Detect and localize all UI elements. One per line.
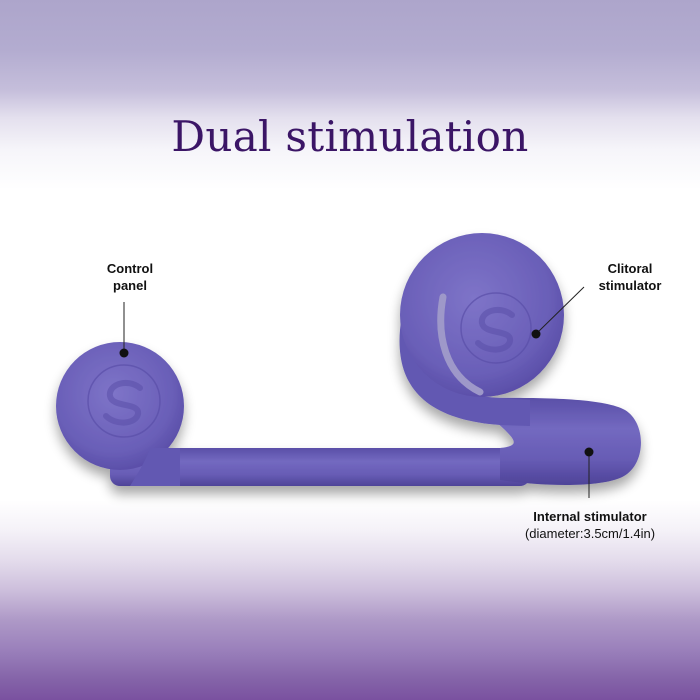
internal-stimulator-label: Internal stimulator (diameter:3.5cm/1.4i…	[500, 508, 680, 542]
internal-dot-icon	[584, 447, 594, 457]
clitoral-pointer-line	[536, 286, 585, 334]
s-swirl-logo-icon	[460, 292, 532, 364]
control-panel-dot-icon	[119, 348, 129, 358]
s-swirl-logo-icon	[87, 364, 161, 438]
clitoral-stimulator-label: Clitoral stimulator	[580, 260, 680, 294]
clitoral-dot-icon	[531, 329, 541, 339]
clitoral-label-line1: Clitoral	[607, 261, 653, 276]
control-panel-label-line1: Control	[106, 261, 154, 276]
control-panel-label: Control panel	[90, 260, 170, 294]
control-panel-label-line2: panel	[113, 278, 147, 293]
internal-label-line1: Internal stimulator	[533, 509, 647, 524]
clitoral-label-line2: stimulator	[598, 278, 662, 293]
page-title: Dual stimulation	[171, 112, 529, 161]
internal-label-line2: (diameter:3.5cm/1.4in)	[524, 526, 656, 541]
